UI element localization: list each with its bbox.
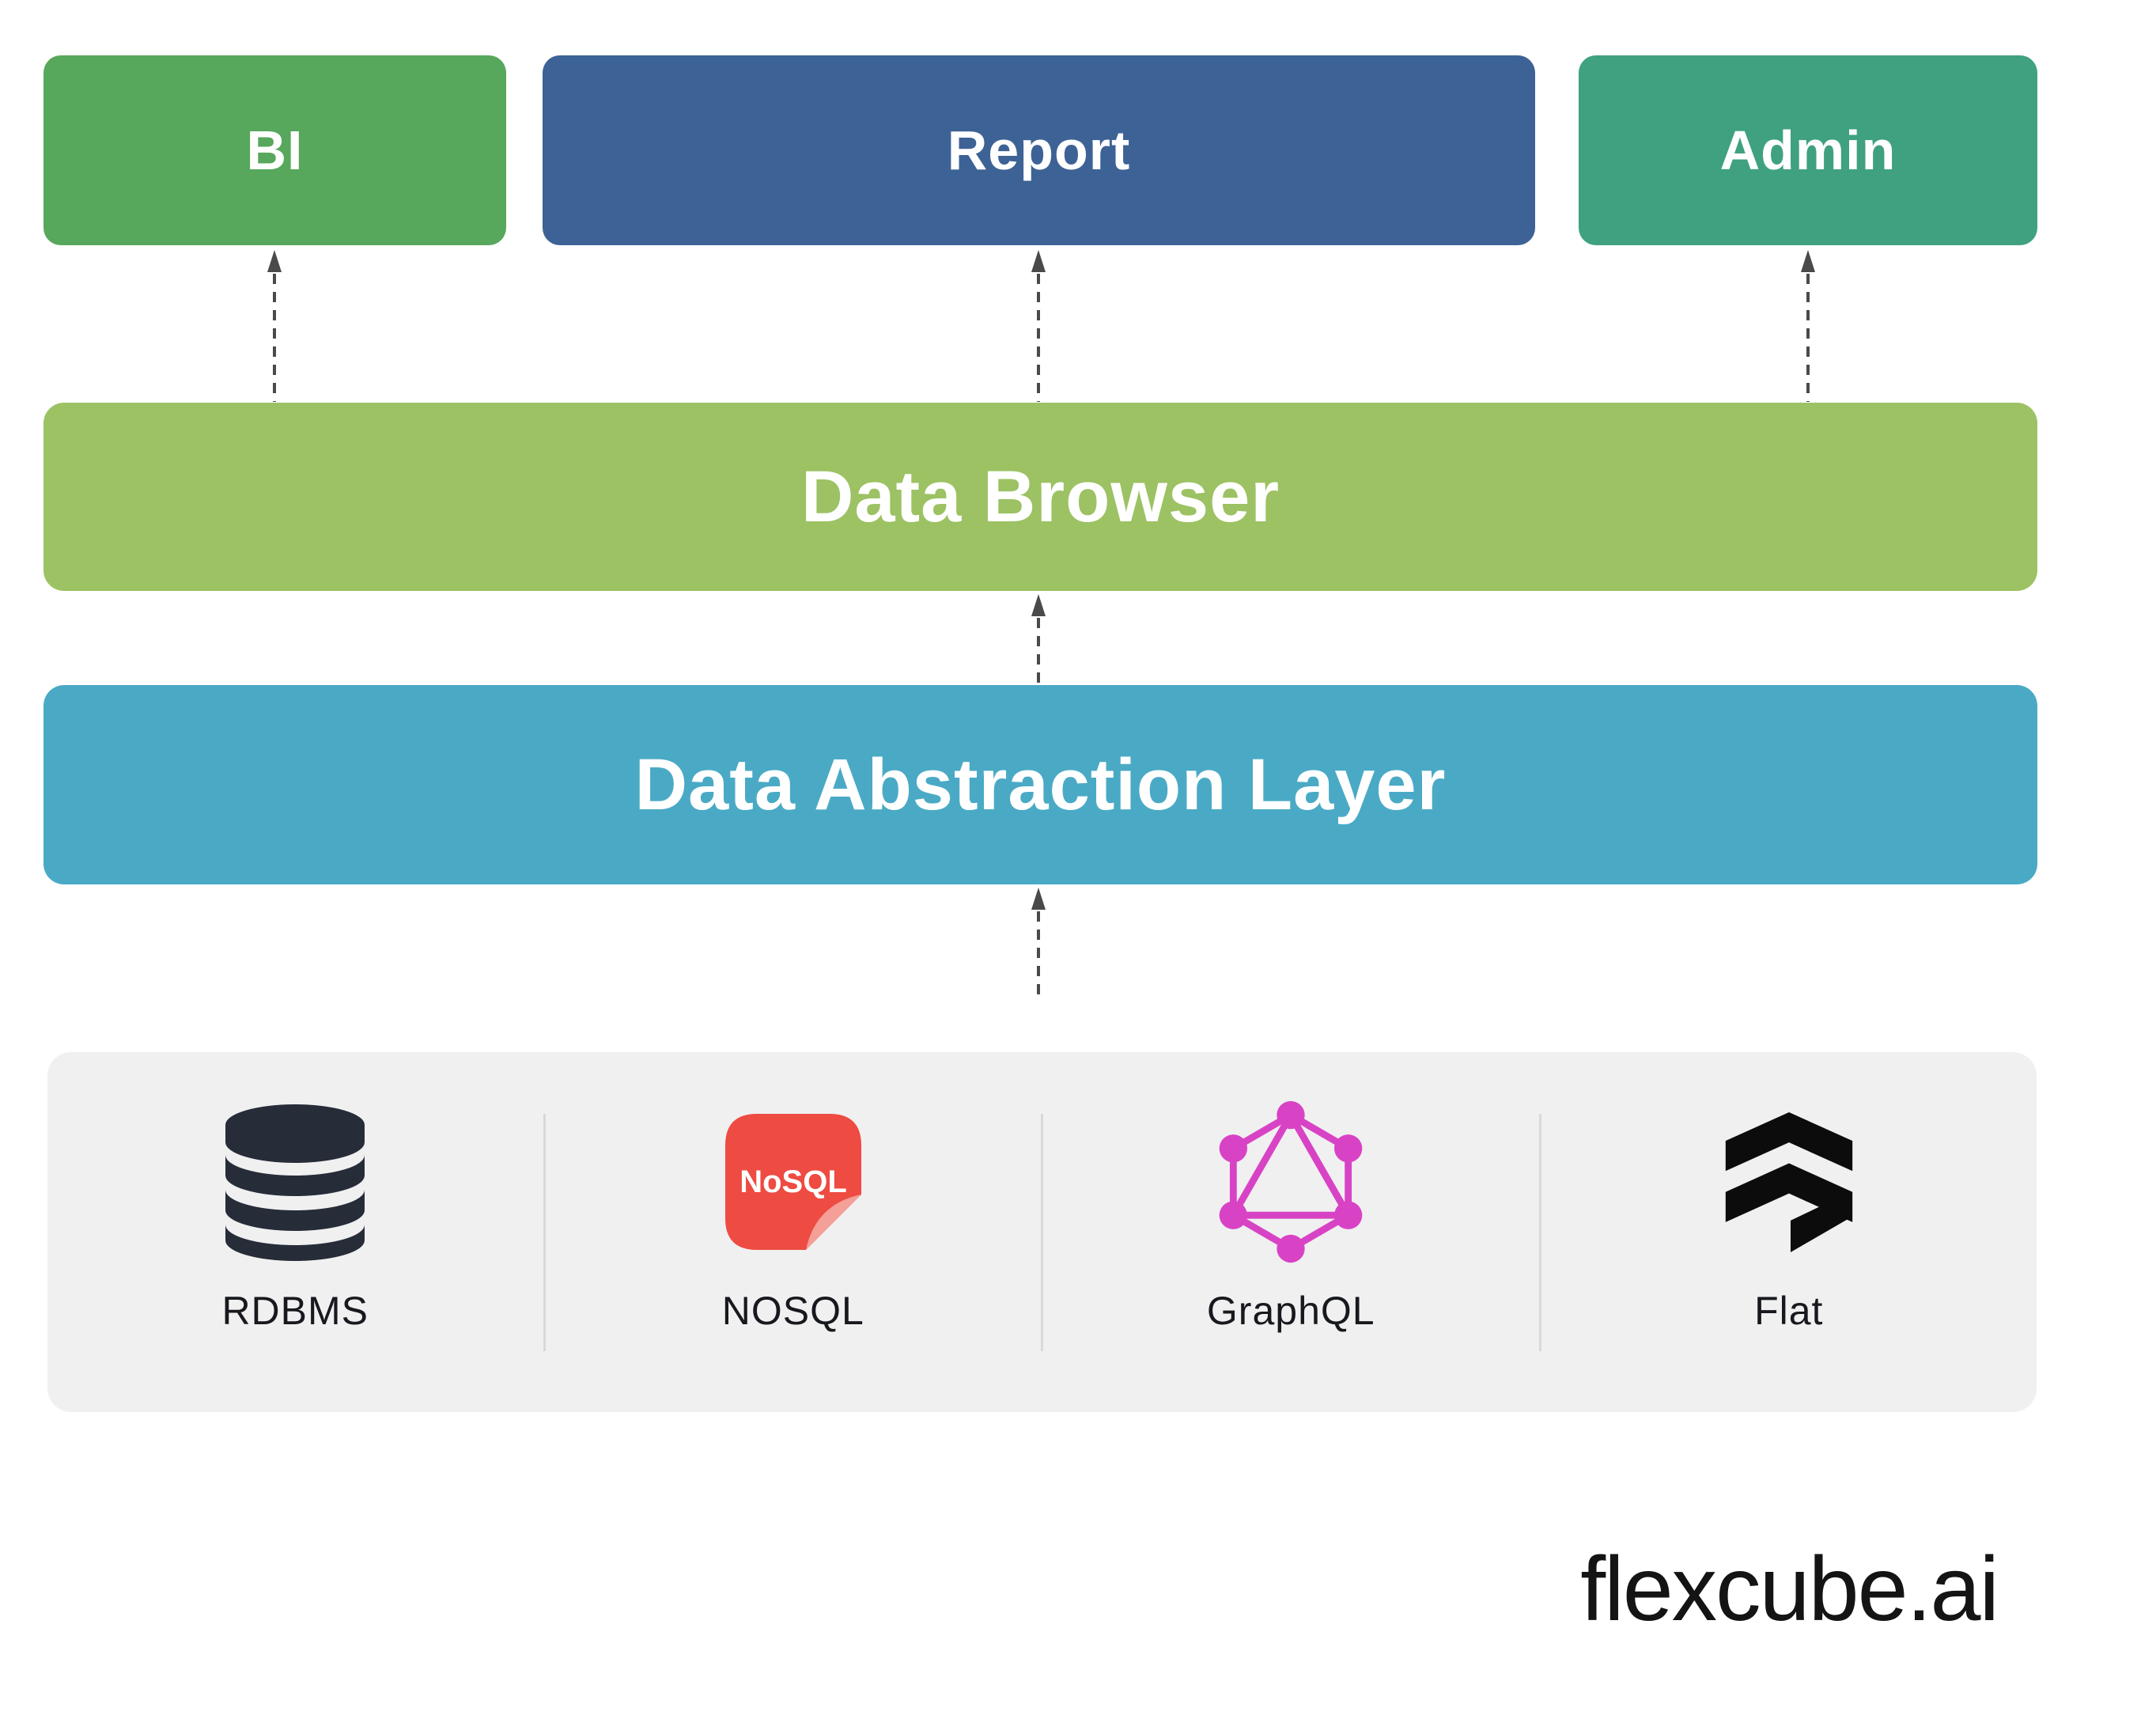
database-icon xyxy=(225,1104,365,1261)
bi-box-label: BI xyxy=(246,119,304,181)
data-sources-panel: RDBMS NoSQL NOSQL xyxy=(47,1052,2037,1412)
report-box: Report xyxy=(543,55,1535,245)
flat-file-icon xyxy=(1725,1112,1852,1252)
folded-corner xyxy=(805,1195,861,1250)
data-browser-layer: Data Browser xyxy=(43,403,2037,591)
flow-arrow-browser-to-bi xyxy=(267,250,282,402)
admin-box-label: Admin xyxy=(1719,119,1897,181)
arrowhead-up-icon xyxy=(1031,250,1046,272)
data-abstraction-label: Data Abstraction Layer xyxy=(634,744,1447,825)
nosql-label: NOSQL xyxy=(721,1289,864,1333)
panel-divider xyxy=(1041,1113,1043,1351)
rdbms-label: RDBMS xyxy=(221,1289,369,1333)
arrowhead-up-icon xyxy=(1801,250,1815,272)
arrowhead-up-icon xyxy=(267,250,282,272)
source-flat: Flat xyxy=(1541,1052,2037,1412)
source-nosql: NoSQL NOSQL xyxy=(546,1052,1042,1412)
nosql-icon-box: NoSQL xyxy=(724,1098,863,1266)
data-abstraction-layer: Data Abstraction Layer xyxy=(43,685,2037,884)
graphql-icon xyxy=(1219,1100,1363,1263)
panel-divider xyxy=(1538,1113,1541,1351)
flow-arrow-browser-to-admin xyxy=(1801,250,1815,402)
source-rdbms: RDBMS xyxy=(47,1052,543,1412)
flow-arrow-dal-to-browser xyxy=(1031,594,1046,684)
nosql-document-icon: NoSQL xyxy=(724,1114,861,1250)
graphql-label: GraphQL xyxy=(1206,1289,1375,1333)
flat-label: Flat xyxy=(1754,1289,1824,1333)
source-graphql: GraphQL xyxy=(1043,1052,1539,1412)
data-browser-label: Data Browser xyxy=(800,456,1280,537)
graphql-icon-box xyxy=(1212,1098,1370,1266)
flat-icon-box xyxy=(1719,1098,1859,1266)
admin-box: Admin xyxy=(1579,55,2037,245)
bi-box: BI xyxy=(43,55,506,245)
rdbms-icon-box xyxy=(224,1098,366,1266)
nosql-icon-text: NoSQL xyxy=(739,1164,847,1199)
report-box-label: Report xyxy=(947,119,1131,181)
flexcube-logo: flexcube.ai xyxy=(1580,1539,1999,1640)
arrowhead-up-icon xyxy=(1031,888,1046,910)
flow-arrow-browser-to-report xyxy=(1031,250,1046,402)
arrowhead-up-icon xyxy=(1031,594,1046,616)
flow-arrow-sources-to-dal xyxy=(1031,888,1046,1000)
panel-divider xyxy=(543,1113,546,1351)
